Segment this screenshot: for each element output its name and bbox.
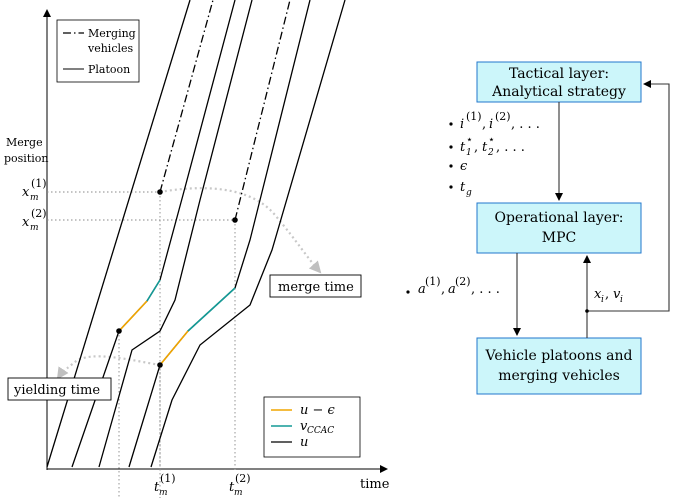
y-axis-label-line2: position bbox=[4, 152, 48, 165]
merge-time-text: merge time bbox=[278, 280, 354, 295]
svg-text:i: i bbox=[460, 117, 464, 132]
vehicles-title: Vehicle platoons and bbox=[485, 348, 633, 364]
svg-text:(1): (1) bbox=[466, 110, 482, 123]
operational-layer-box: Operational layer: MPC bbox=[476, 202, 642, 254]
svg-text:a: a bbox=[418, 282, 426, 297]
trajectory-plot: Merge position time x m (1) x m (2) t m … bbox=[4, 0, 390, 498]
svg-text:x: x bbox=[22, 185, 30, 200]
bullet-icon bbox=[449, 145, 453, 149]
control-inputs-label: a (1) , a (2) , . . . bbox=[406, 275, 500, 297]
merging-vehicle-trajectory-2 bbox=[234, 0, 291, 221]
svg-text:, . . .: , . . . bbox=[496, 140, 525, 155]
legend-accel-label: u − ϵ bbox=[300, 403, 336, 418]
svg-text:x: x bbox=[594, 287, 602, 302]
y-axis-label-line1: Merge bbox=[6, 136, 43, 149]
svg-text:(2): (2) bbox=[235, 472, 251, 485]
x-axis-label: time bbox=[360, 477, 390, 492]
svg-text:v: v bbox=[613, 287, 621, 302]
svg-text:a: a bbox=[448, 282, 456, 297]
svg-text:(2): (2) bbox=[455, 275, 471, 288]
tactical-layer-box: Tactical layer: Analytical strategy bbox=[476, 61, 642, 103]
ccac-segment-1 bbox=[146, 279, 161, 302]
svg-text:(1): (1) bbox=[425, 275, 441, 288]
svg-text:i: i bbox=[620, 295, 623, 305]
svg-text:m: m bbox=[30, 223, 39, 233]
legend-ccac-label: v bbox=[300, 419, 308, 434]
svg-text:t: t bbox=[482, 140, 488, 155]
bullet-icon bbox=[449, 185, 453, 189]
accel-segment-2 bbox=[159, 330, 189, 366]
yielding-time-text: yielding time bbox=[13, 383, 100, 398]
legend-trajectory-types: Merging vehicles Platoon bbox=[56, 19, 140, 83]
merge-point-2 bbox=[232, 217, 238, 223]
x-tick-label-2: t m (2) bbox=[229, 472, 251, 498]
x-tick-label-1: t m (1) bbox=[154, 472, 176, 498]
ccac-segment-2 bbox=[187, 287, 236, 332]
svg-text:(2): (2) bbox=[31, 207, 47, 220]
control-architecture-diagram: Tactical layer: Analytical strategy Oper… bbox=[406, 61, 670, 395]
svg-text:g: g bbox=[466, 188, 472, 198]
output-merge-times: t 1 ⋆ , t 2 ⋆ , . . . bbox=[460, 133, 525, 158]
svg-text:,: , bbox=[474, 140, 478, 155]
output-epsilon: ϵ bbox=[460, 159, 468, 174]
feedback-junction bbox=[585, 309, 589, 313]
bullet-icon bbox=[449, 122, 453, 126]
feedback-to-tactical-arrow bbox=[587, 80, 670, 312]
merging-vehicle-trajectory-1 bbox=[159, 0, 214, 193]
svg-text:1: 1 bbox=[466, 148, 472, 158]
yielding-time-callout: yielding time bbox=[7, 377, 112, 401]
bullet-icon bbox=[449, 164, 453, 168]
tactical-outputs-list: i (1) , i (2) , . . . t 1 ⋆ , t 2 ⋆ , . … bbox=[449, 110, 540, 198]
y-tick-label-1: x m (1) bbox=[22, 177, 47, 203]
operational-layer-title: Operational layer: bbox=[494, 210, 623, 226]
legend-segment-colors: u − ϵ v CCAC u bbox=[263, 396, 361, 458]
yield-point-1 bbox=[116, 328, 122, 334]
svg-text:t: t bbox=[460, 180, 466, 195]
yield-point-2 bbox=[157, 362, 163, 368]
merge-time-callout: merge time bbox=[269, 274, 362, 298]
legend-merging-label-line2: vehicles bbox=[87, 42, 134, 55]
svg-text:i: i bbox=[489, 117, 493, 132]
operational-layer-subtitle: MPC bbox=[542, 230, 576, 246]
legend-u-label: u bbox=[300, 435, 308, 450]
legend-platoon-label: Platoon bbox=[88, 63, 130, 76]
output-gap-time: t g bbox=[460, 180, 472, 198]
vehicles-box: Vehicle platoons and merging vehicles bbox=[476, 337, 642, 395]
svg-text:(1): (1) bbox=[160, 472, 176, 485]
svg-text:(2): (2) bbox=[495, 110, 511, 123]
svg-text:t: t bbox=[229, 480, 235, 495]
tactical-layer-subtitle: Analytical strategy bbox=[491, 84, 626, 100]
svg-text:,: , bbox=[441, 282, 445, 297]
svg-text:, . . .: , . . . bbox=[511, 117, 540, 132]
svg-text:(1): (1) bbox=[31, 177, 47, 190]
svg-text:t: t bbox=[460, 140, 466, 155]
svg-text:m: m bbox=[30, 193, 39, 203]
output-merge-order: i (1) , i (2) , . . . bbox=[460, 110, 540, 132]
y-tick-label-2: x m (2) bbox=[22, 207, 47, 233]
vehicles-subtitle: merging vehicles bbox=[498, 368, 620, 384]
svg-text:t: t bbox=[154, 480, 160, 495]
svg-text:m: m bbox=[159, 488, 168, 498]
accel-segment-1 bbox=[118, 300, 148, 332]
yield-time-pointer bbox=[56, 355, 161, 380]
svg-text:⋆: ⋆ bbox=[466, 133, 473, 146]
svg-text:,: , bbox=[482, 117, 486, 132]
merge-point-1 bbox=[157, 189, 163, 195]
platoon-trajectory-3 bbox=[98, 0, 253, 468]
svg-text:x: x bbox=[22, 215, 30, 230]
svg-text:, . . .: , . . . bbox=[471, 282, 500, 297]
legend-merging-label-line1: Merging bbox=[88, 27, 136, 40]
platoon-trajectory-5 bbox=[150, 0, 346, 468]
svg-text:⋆: ⋆ bbox=[488, 133, 495, 146]
feedback-state-label: x i , v i bbox=[594, 287, 623, 305]
svg-text:i: i bbox=[601, 295, 604, 305]
tactical-layer-title: Tactical layer: bbox=[509, 66, 609, 82]
bullet-icon bbox=[406, 290, 410, 294]
legend-ccac-subscript: CCAC bbox=[307, 426, 334, 436]
svg-text:2: 2 bbox=[487, 148, 494, 158]
svg-text:,: , bbox=[605, 287, 609, 302]
svg-text:m: m bbox=[234, 488, 243, 498]
